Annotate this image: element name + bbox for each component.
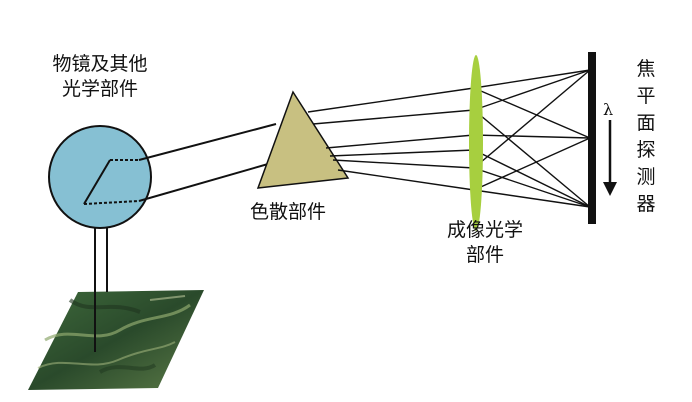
focal-plane-detector-bar xyxy=(588,52,596,224)
terrain-image xyxy=(28,290,204,390)
wavelength-symbol: λ xyxy=(603,100,614,119)
objective-optics-sphere xyxy=(48,125,152,229)
dispersion-label: 色散部件 xyxy=(250,201,327,223)
focused-rays xyxy=(473,69,591,208)
wavelength-arrow xyxy=(603,120,617,196)
input-beam xyxy=(138,123,277,202)
imaging-optics-label: 成像光学 部件 xyxy=(446,219,523,266)
ground-view-rays xyxy=(94,228,108,352)
focal-plane-label: 焦平面探测器 xyxy=(636,58,656,215)
dispersion-prism xyxy=(256,90,350,189)
dispersed-rays xyxy=(307,87,475,191)
imaging-lens xyxy=(469,55,483,231)
objective-label: 物镜及其他 光学部件 xyxy=(52,53,148,100)
